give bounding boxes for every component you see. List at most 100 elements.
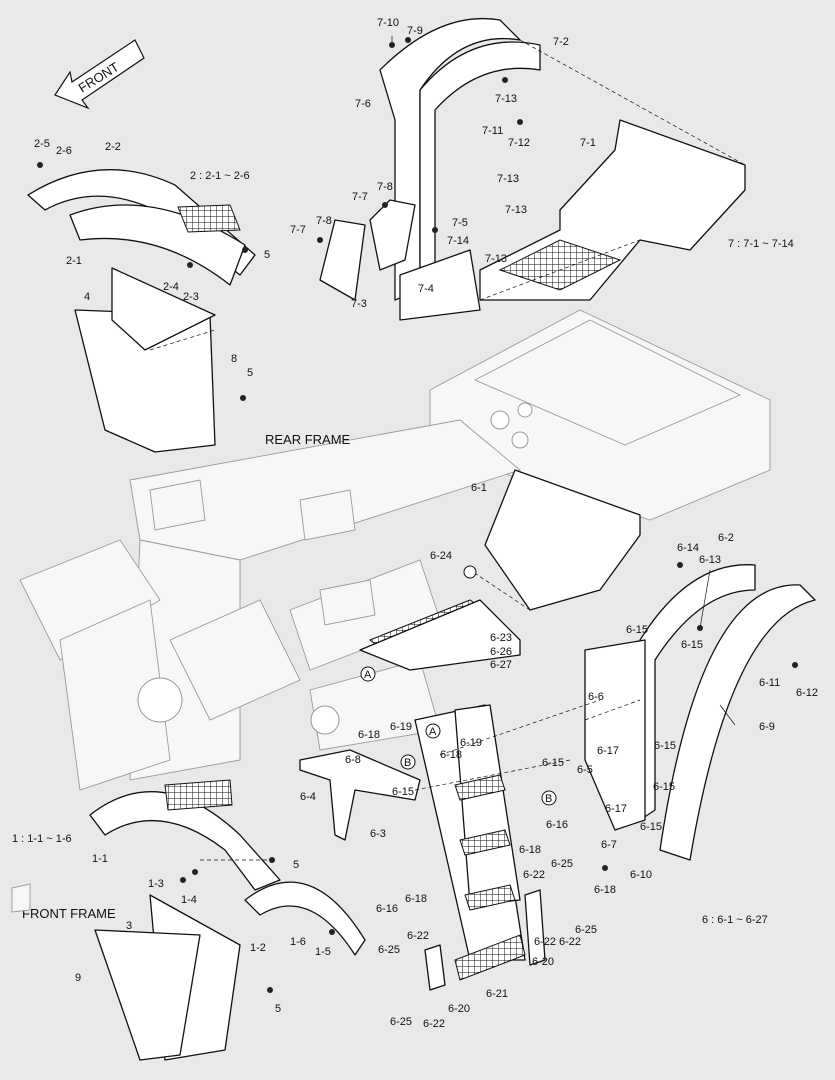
part-label: 1-6 [290, 936, 306, 948]
part-label: 6-26 [490, 646, 512, 658]
part-label: 5 [293, 859, 299, 871]
part-label: 6-20 [532, 956, 554, 968]
part-label: 6-22 [534, 936, 556, 948]
part-label: 8 [231, 353, 237, 365]
part-label: 6-15 [681, 639, 703, 651]
part-label: 6-18 [519, 844, 541, 856]
part-label: 7-11 [482, 125, 503, 137]
callout-a-1: A [360, 666, 376, 682]
part-label: 6-22 [407, 930, 429, 942]
part-label: 6-15 [654, 740, 676, 752]
part-label: 6-20 [448, 1003, 470, 1015]
callout-b-2: B [541, 790, 557, 806]
part-label: 7-9 [407, 25, 423, 37]
part-label: 7-8 [316, 215, 332, 227]
part-label: 6-9 [759, 721, 775, 733]
part-label: 6-22 [559, 936, 581, 948]
part-label: 7-7 [352, 191, 368, 203]
part-label: 2-5 [34, 138, 50, 150]
part-label: 6-15 [626, 624, 648, 636]
part-label: 7-10 [377, 17, 399, 29]
part-label: 5 [264, 249, 270, 261]
part-label: 1-5 [315, 946, 331, 958]
step-assembly-6 [299, 469, 816, 991]
part-label: 6-2 [718, 532, 734, 544]
part-label: 6-13 [699, 554, 721, 566]
svg-text:A: A [429, 726, 437, 738]
part-label: 6-15 [542, 757, 564, 769]
part-label: 6-6 [588, 691, 604, 703]
part-label: 6-17 [605, 803, 627, 815]
part-label: 6-18 [440, 749, 462, 761]
part-label: 6-22 [523, 869, 545, 881]
part-label: 6-25 [575, 924, 597, 936]
part-label: 6-25 [390, 1016, 412, 1028]
part-label: 6-11 [759, 677, 780, 689]
part-labels: 7-10 7-9 7-2 7-6 7-13 7-11 7-12 7-1 7-13… [34, 17, 818, 1030]
group-1-range: 1 : 1-1 ~ 1-6 [12, 833, 72, 845]
fender-assembly-1 [89, 779, 366, 1061]
part-label: 6-22 [423, 1018, 445, 1030]
part-label: 1-3 [148, 878, 164, 890]
part-label: 3 [126, 920, 132, 932]
part-label: 7-3 [351, 298, 367, 310]
part-label: 7-5 [452, 217, 468, 229]
part-label: 2-6 [56, 145, 72, 157]
part-label: 6-4 [300, 791, 316, 803]
part-label: 7-12 [508, 137, 530, 149]
part-label: 6-16 [546, 819, 568, 831]
part-label: 2-3 [183, 291, 199, 303]
fender-assembly-7 [319, 17, 746, 321]
callout-a-2: A [425, 723, 441, 739]
part-label: 6-25 [378, 944, 400, 956]
part-label: 7-13 [485, 253, 507, 265]
part-label: 7-6 [355, 98, 371, 110]
part-label: 6-12 [796, 687, 818, 699]
fasteners [37, 37, 798, 993]
group-7-range: 7 : 7-1 ~ 7-14 [728, 238, 794, 250]
part-label: 6-15 [392, 786, 414, 798]
part-label: 6-7 [601, 839, 617, 851]
part-label: 6-18 [358, 729, 380, 741]
part-label: 6-24 [430, 550, 452, 562]
part-label: 1-1 [92, 853, 108, 865]
part-label: 9 [75, 972, 81, 984]
part-label: 7-8 [377, 181, 393, 193]
callout-b-1: B [400, 754, 416, 770]
part-label: 5 [275, 1003, 281, 1015]
part-label: 6-19 [460, 737, 482, 749]
part-label: 6-14 [677, 542, 699, 554]
front-frame-stub [11, 883, 31, 913]
group-6-range: 6 : 6-1 ~ 6-27 [702, 914, 768, 926]
part-label: 6-19 [390, 721, 412, 733]
front-arrow: FRONT [54, 39, 145, 110]
part-label: 1-4 [181, 894, 197, 906]
part-label: 6-18 [405, 893, 427, 905]
svg-text:B: B [545, 793, 552, 805]
svg-text:A: A [364, 669, 372, 681]
fender-assembly-2 [27, 169, 256, 453]
part-label: 7-13 [495, 93, 517, 105]
part-label: 7-2 [553, 36, 569, 48]
part-label: 6-25 [551, 858, 573, 870]
part-label: 4 [84, 291, 90, 303]
part-label: 1-2 [250, 942, 266, 954]
part-label: 6-16 [376, 903, 398, 915]
rear-frame-label: REAR FRAME [265, 432, 351, 447]
part-label: 2-1 [66, 255, 82, 267]
part-label: 6-15 [653, 781, 675, 793]
part-label: 7-7 [290, 224, 306, 236]
part-label: 7-1 [580, 137, 596, 149]
front-frame-label: FRONT FRAME [22, 906, 116, 921]
part-label: 2-2 [105, 141, 121, 153]
part-label: 6-18 [594, 884, 616, 896]
part-label: 7-4 [418, 283, 434, 295]
part-label: 2-4 [163, 281, 179, 293]
leader-lines [149, 36, 736, 861]
part-label: 7-14 [447, 235, 469, 247]
part-label: 6-15 [640, 821, 662, 833]
svg-text:B: B [404, 757, 411, 769]
part-label: 6-17 [597, 745, 619, 757]
part-label: 6-10 [630, 869, 652, 881]
